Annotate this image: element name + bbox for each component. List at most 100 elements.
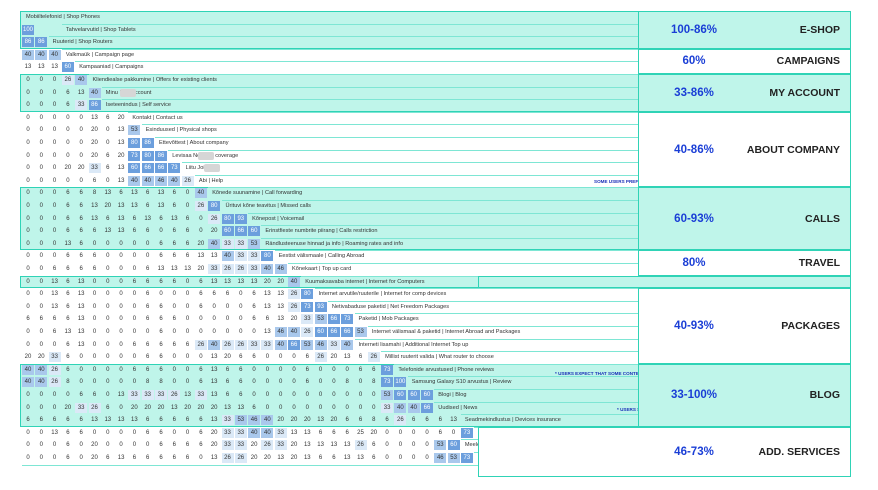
matrix-cell: 0 [252,366,256,373]
matrix-cell: 6 [172,442,176,449]
matrix-cell: 0 [425,442,429,449]
matrix-cell: 40 [261,264,274,274]
matrix-cell: 0 [52,89,57,96]
matrix-cell: 33 [208,264,221,274]
matrix-cell: 0 [159,228,163,235]
matrix-cell: 53 [354,327,367,337]
matrix-cell: 0 [185,354,190,361]
matrix-cell: 0 [265,404,270,411]
matrix-cell: 26 [194,339,207,350]
matrix-cell: 0 [39,442,43,449]
matrix-cell: 13 [210,455,218,461]
section-percent: 60-93% [674,212,714,225]
matrix-cell: 0 [39,127,43,134]
matrix-cell: 26 [234,339,247,350]
matrix-cell: 13 [117,215,125,222]
matrix-cell: 0 [39,102,43,109]
row-separator [261,225,638,227]
matrix-cell: 13 [197,253,205,260]
matrix-cell: 0 [372,404,376,411]
matrix-cell: 33 [141,390,154,400]
row-separator [327,300,638,302]
row-separator [274,250,638,252]
matrix-cell: 86 [141,138,154,148]
matrix-cell: 73 [168,163,181,174]
matrix-cell: 13 [343,354,351,361]
matrix-cell: 0 [52,152,57,159]
section-campaigns: 60%CAMPAIGNS [638,48,851,74]
matrix-cell: 0 [106,354,110,361]
matrix-cell: 13 [77,303,85,310]
matrix-cell: 6 [132,455,137,461]
matrix-cell: 6 [199,379,203,386]
matrix-cell: 13 [264,291,271,298]
matrix-cell: 33 [248,251,261,262]
row-separator [394,363,638,365]
matrix-cell: 6 [66,253,70,260]
matrix-cell: 6 [66,266,70,272]
matrix-cell: 73 [460,427,473,438]
matrix-cell: 20 [224,354,231,361]
matrix-cell: 13 [37,64,45,71]
matrix-cell: 0 [185,429,190,436]
matrix-cell: 40 [35,364,48,375]
matrix-cell: 0 [132,379,137,386]
matrix-cell: 60 [61,62,74,73]
matrix-cell: 86 [88,100,101,111]
matrix-cell: 6 [172,203,176,209]
matrix-cell: 0 [279,404,283,411]
matrix-cell: 0 [26,266,30,272]
matrix-cell: 0 [52,203,57,209]
matrix-cell: 0 [39,152,43,159]
matrix-cell: 0 [279,354,283,361]
section-blog: 33-100%BLOG [638,363,851,427]
matrix-cell: 6 [199,429,203,436]
matrix-cell: 53 [248,238,261,249]
matrix-cell: 33 [248,264,261,274]
matrix-cell: 0 [239,316,243,323]
matrix-cell: 13 [51,429,58,436]
matrix-cell: 0 [239,329,243,335]
matrix-cell: 26 [181,175,194,186]
matrix-cell: 40 [22,364,34,375]
matrix-cell: 0 [345,392,349,398]
matrix-cell: 13 [157,203,165,209]
matrix-cell: 20 [330,417,338,424]
matrix-cell: 86 [35,37,48,48]
matrix-cell: 8 [159,379,163,386]
matrix-cell: 6 [159,341,163,348]
matrix-cell: 0 [385,455,389,461]
matrix-cell: 0 [372,392,376,398]
matrix-cell: 6 [172,455,176,461]
matrix-cell: 80 [221,213,234,224]
matrix-cell: 20 [197,404,205,411]
matrix-cell: 0 [79,366,83,373]
matrix-cell: 40 [394,402,407,413]
matrix-cell: 40 [221,251,234,262]
card-label: Kliendiealse pakkumine | Offers for exis… [92,77,217,83]
matrix-cell: 20 [277,417,285,424]
matrix-cell: 6 [305,379,309,386]
row-separator [61,23,638,25]
matrix-cell: 6 [26,316,30,323]
matrix-cell: 0 [398,455,403,461]
matrix-cell: 0 [52,404,57,411]
matrix-cell: 0 [279,366,283,373]
matrix-cell: 6 [212,291,216,298]
matrix-cell: 13 [117,417,125,424]
matrix-cell: 0 [305,392,309,398]
matrix-cell: 6 [146,316,150,323]
matrix-cell: 0 [185,303,190,310]
matrix-cell: 13 [303,455,311,461]
card-label: Eestist välismaale | Calling Abroad [278,253,365,260]
card-label: Netivabaduse paketid | Net Freedom Packa… [331,303,450,310]
section-addservices: 46-73%ADD. SERVICES [478,426,851,478]
matrix-cell: 73 [460,453,473,463]
matrix-cell: 26 [88,402,101,413]
matrix-cell: 53 [301,339,314,350]
matrix-cell: 53 [234,415,247,426]
row-separator [354,338,638,340]
section-calls: 60-93%CALLS [638,187,851,251]
row-separator [354,313,638,315]
matrix-cell: 6 [66,455,70,461]
